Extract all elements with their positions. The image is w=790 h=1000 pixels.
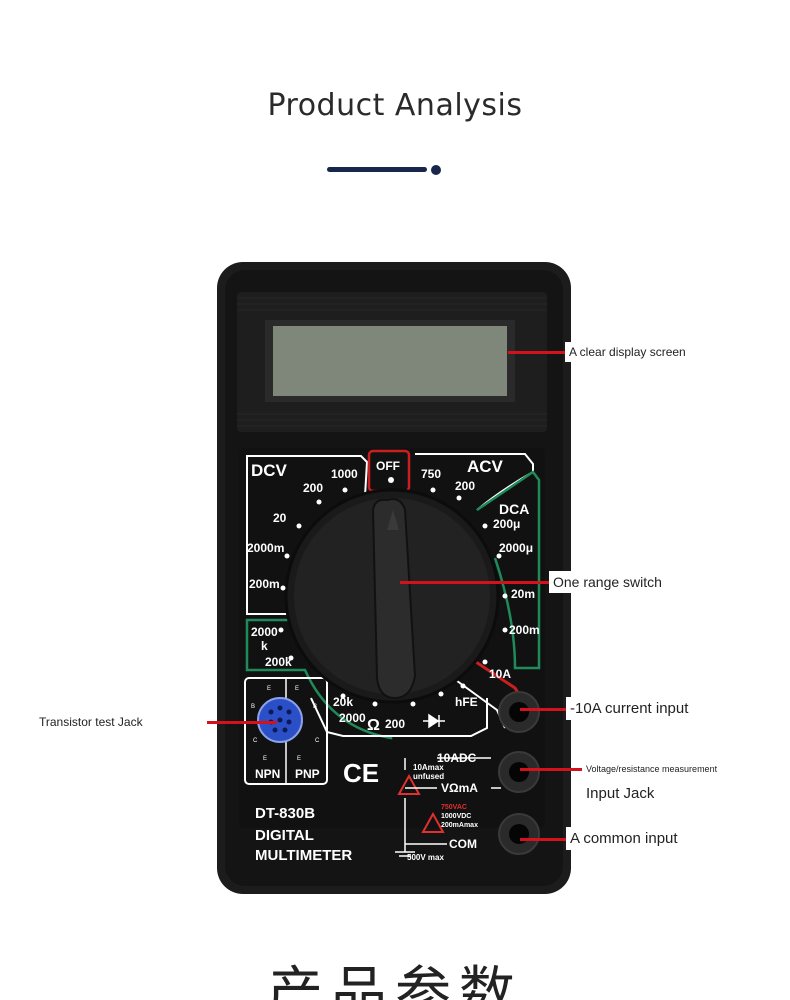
- label-200m-dca: 200m: [509, 623, 540, 637]
- label-digital: DIGITAL: [255, 827, 314, 844]
- label-2000u: 2000μ: [499, 541, 533, 555]
- label-10a: 10A: [489, 667, 511, 681]
- label-2000m: 2000m: [247, 541, 284, 555]
- section-title-product-params: 产品参数: [267, 961, 523, 1000]
- knob-pointer: [371, 498, 417, 700]
- label-500vmax: 500V max: [407, 853, 444, 862]
- label-2000-ohm: 2000: [339, 711, 366, 725]
- leader-common: [520, 838, 568, 841]
- title-dot: [431, 165, 441, 175]
- callout-range: One range switch: [549, 571, 666, 593]
- label-pnp: PNP: [295, 767, 320, 781]
- leader-range: [400, 581, 550, 584]
- multimeter-illustration: DCV OFF ACV DCA 1000 200 20 2000m 200m 7…: [215, 258, 575, 898]
- pin-e-pnp-bottom: E: [297, 756, 301, 762]
- callout-voltage-big: Input Jack: [586, 785, 655, 802]
- label-200m-dcv: 200m: [249, 577, 280, 591]
- diode-icon: [423, 713, 445, 729]
- leader-display: [508, 351, 566, 354]
- pin-e-npn-bottom: E: [263, 756, 267, 762]
- label-multimeter: MULTIMETER: [255, 847, 352, 864]
- label-200mamax: 200mAmax: [441, 822, 478, 829]
- jack-com: [498, 813, 540, 855]
- label-com: COM: [449, 837, 477, 851]
- label-vohma: VΩmA: [441, 781, 478, 795]
- label-200k: 200k: [265, 655, 292, 669]
- label-dca: DCA: [499, 501, 529, 517]
- callout-display: A clear display screen: [565, 342, 690, 362]
- pin-e-pnp-top: E: [295, 686, 299, 692]
- jack-10a: [498, 691, 540, 733]
- warning-icon: [397, 773, 445, 833]
- title-underline: [327, 167, 427, 172]
- label-dcv: DCV: [251, 461, 288, 480]
- pin-b-npn: B: [251, 704, 255, 710]
- label-20: 20: [273, 511, 287, 525]
- label-1000vdc: 1000VDC: [441, 813, 471, 820]
- leader-voltage: [520, 768, 582, 771]
- pin-b-pnp: B: [313, 704, 317, 710]
- label-20m: 20m: [511, 587, 535, 601]
- callout-transistor: Transistor test Jack: [35, 712, 147, 732]
- model-number: DT-830B: [255, 805, 315, 822]
- label-k: k: [261, 639, 268, 653]
- label-unfused: unfused: [413, 772, 444, 781]
- leader-transistor: [207, 721, 277, 724]
- label-acv: ACV: [467, 457, 504, 476]
- label-npn: NPN: [255, 767, 280, 781]
- callout-current: -10A current input: [566, 697, 693, 720]
- label-10amax: 10Amax: [413, 763, 444, 772]
- pin-e-npn-top: E: [267, 686, 271, 692]
- callout-voltage-small: Voltage/resistance measurement: [586, 764, 718, 774]
- leader-current: [520, 708, 568, 711]
- jack-vohma: [498, 751, 540, 793]
- label-20k: 20k: [333, 695, 353, 709]
- label-200-acv: 200: [455, 479, 475, 493]
- label-750vac: 750VAC: [441, 804, 467, 811]
- label-ohm: Ω: [367, 717, 380, 734]
- page-title: Product Analysis: [267, 88, 523, 123]
- label-2000k: 2000: [251, 625, 278, 639]
- dca-panel: [476, 470, 541, 670]
- label-750: 750: [421, 467, 441, 481]
- label-1000: 1000: [331, 467, 358, 481]
- pin-c-npn: C: [253, 738, 258, 744]
- ce-mark: CE: [343, 758, 379, 788]
- label-hfe: hFE: [455, 695, 478, 709]
- label-200-ohm: 200: [385, 717, 405, 731]
- pin-c-pnp: C: [315, 738, 320, 744]
- label-200u: 200μ: [493, 517, 520, 531]
- callout-common: A common input: [566, 827, 682, 850]
- label-200-dcv: 200: [303, 481, 323, 495]
- label-off: OFF: [376, 459, 400, 473]
